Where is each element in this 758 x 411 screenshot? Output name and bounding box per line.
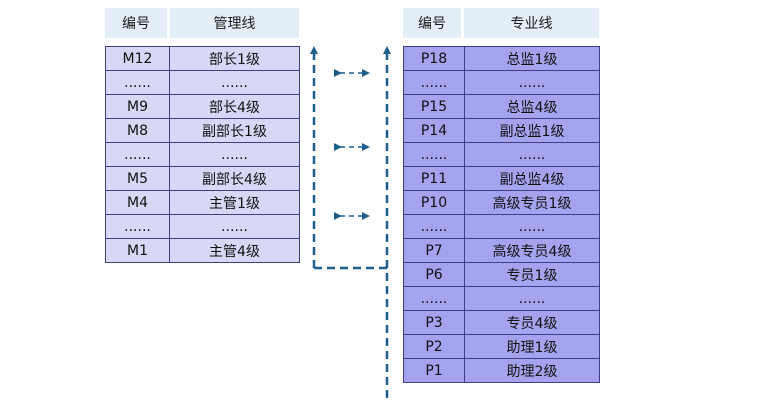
level-title: 副部长1级 xyxy=(169,118,300,143)
professional-header-name: 专业线 xyxy=(464,8,599,38)
level-title: ...... xyxy=(464,142,600,167)
professional-header-code: 编号 xyxy=(403,8,461,38)
table-row: ............ xyxy=(403,70,600,95)
level-title: 总监4级 xyxy=(464,94,600,119)
level-title: ...... xyxy=(464,214,600,239)
level-title: 副总监1级 xyxy=(464,118,600,143)
table-row: ............ xyxy=(105,142,300,167)
level-code: P11 xyxy=(403,166,465,191)
level-title: 副总监4级 xyxy=(464,166,600,191)
level-title: 主管4级 xyxy=(169,238,300,263)
level-code: M12 xyxy=(105,46,170,71)
level-title: 总监1级 xyxy=(464,46,600,71)
level-title: ...... xyxy=(169,214,300,239)
level-code: M1 xyxy=(105,238,170,263)
level-code: ...... xyxy=(403,286,465,311)
level-code: M4 xyxy=(105,190,170,215)
level-title: 专员4级 xyxy=(464,310,600,335)
management-header-name: 管理线 xyxy=(170,8,299,38)
level-title: 助理2级 xyxy=(464,358,600,383)
level-title: 助理1级 xyxy=(464,334,600,359)
table-row: ............ xyxy=(403,142,600,167)
level-code: P14 xyxy=(403,118,465,143)
level-title: 专员1级 xyxy=(464,262,600,287)
level-title: 部长4级 xyxy=(169,94,300,119)
level-title: ...... xyxy=(169,142,300,167)
level-code: ...... xyxy=(105,70,170,95)
level-code: P2 xyxy=(403,334,465,359)
level-code: P10 xyxy=(403,190,465,215)
level-code: M5 xyxy=(105,166,170,191)
level-code: P1 xyxy=(403,358,465,383)
level-code: P18 xyxy=(403,46,465,71)
level-code: M9 xyxy=(105,94,170,119)
level-code: P6 xyxy=(403,262,465,287)
level-title: 副部长4级 xyxy=(169,166,300,191)
table-row: ............ xyxy=(105,70,300,95)
level-code: M8 xyxy=(105,118,170,143)
level-title: ...... xyxy=(464,70,600,95)
level-title: 主管1级 xyxy=(169,190,300,215)
level-title: 高级专员1级 xyxy=(464,190,600,215)
level-code: ...... xyxy=(105,142,170,167)
level-code: P7 xyxy=(403,238,465,263)
level-title: 部长1级 xyxy=(169,46,300,71)
management-header-code: 编号 xyxy=(105,8,167,38)
